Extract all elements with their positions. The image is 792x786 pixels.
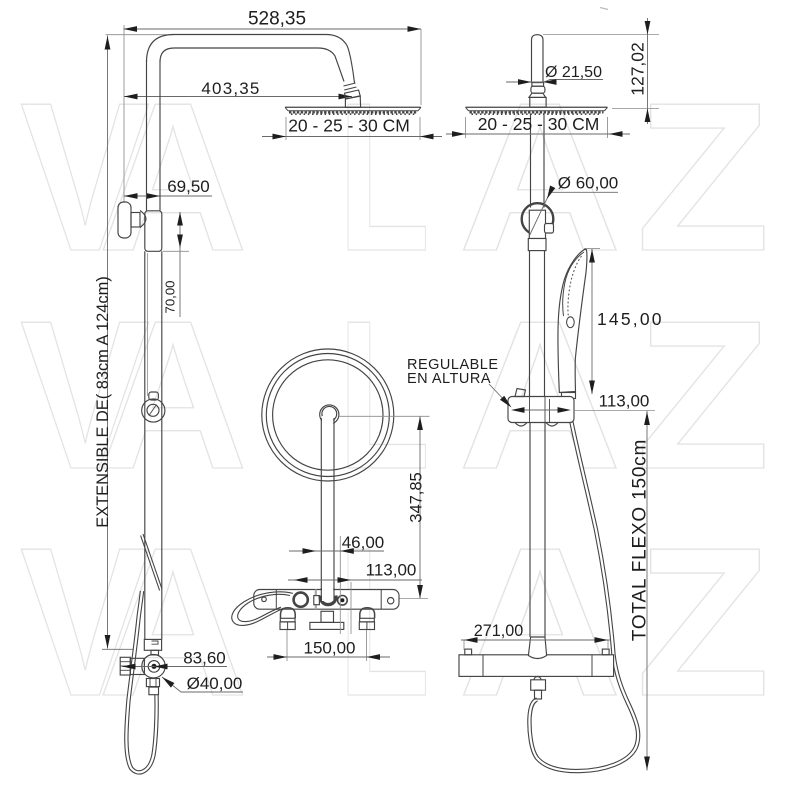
svg-text:271,00: 271,00 (474, 622, 524, 640)
svg-text:127,02: 127,02 (628, 42, 648, 96)
svg-text:A: A (98, 58, 248, 295)
svg-text:A: A (98, 503, 248, 740)
svg-text:A: A (458, 276, 622, 513)
svg-text:Z: Z (636, 503, 770, 740)
svg-text:V: V (20, 276, 150, 513)
svg-text:145,00: 145,00 (597, 309, 664, 329)
svg-text:46,00: 46,00 (342, 533, 385, 552)
svg-text:20 - 25 - 30 CM: 20 - 25 - 30 CM (288, 116, 410, 136)
svg-text:70,00: 70,00 (163, 280, 178, 313)
svg-text:83,60: 83,60 (183, 649, 226, 668)
svg-text:A: A (458, 503, 622, 740)
svg-text:Z: Z (636, 58, 770, 295)
svg-text:113,00: 113,00 (599, 392, 650, 411)
svg-text:TOTAL FLEXO 150cm: TOTAL FLEXO 150cm (630, 439, 651, 641)
svg-text:Ø 21,50: Ø 21,50 (545, 64, 602, 81)
svg-text:113,00: 113,00 (366, 561, 417, 580)
svg-text:403,35: 403,35 (201, 79, 260, 98)
svg-text:20 - 25 - 30 CM: 20 - 25 - 30 CM (478, 114, 600, 134)
svg-text:L: L (338, 58, 430, 295)
svg-text:Z: Z (636, 276, 770, 513)
svg-text:69,50: 69,50 (167, 177, 210, 196)
svg-text:Ø40,00: Ø40,00 (187, 674, 243, 693)
svg-text:150,00: 150,00 (304, 639, 356, 658)
svg-text:347,85: 347,85 (408, 472, 426, 522)
svg-text:L: L (338, 276, 430, 513)
svg-text:528,35: 528,35 (248, 9, 306, 30)
svg-text:REGULABLE: REGULABLE (407, 357, 499, 373)
svg-text:L: L (338, 503, 430, 740)
svg-text:EXTENSIBLE DE( 83cm A 124cm): EXTENSIBLE DE( 83cm A 124cm) (94, 276, 112, 527)
svg-text:EN ALTURA: EN ALTURA (407, 371, 491, 387)
svg-text:Ø 60,00: Ø 60,00 (558, 174, 619, 193)
svg-text:A: A (98, 276, 248, 513)
